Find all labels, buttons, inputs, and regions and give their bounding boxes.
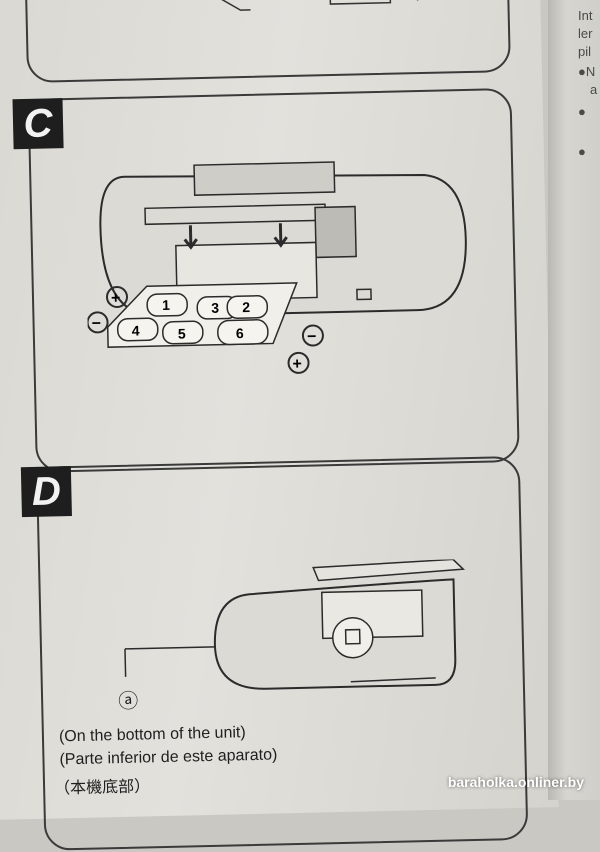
battery-label-3: 3 [211, 300, 219, 316]
edge-text-4: ●N [578, 64, 596, 79]
manual-page: C 1 2 3 4 5 6 + − − [0, 0, 559, 851]
polarity-minus-2: − [307, 328, 317, 345]
battery-label-5: 5 [178, 325, 186, 341]
callout-a-marker: ⓐ [117, 690, 139, 714]
battery-label-1: 1 [162, 297, 170, 313]
edge-text-2: ler [578, 26, 593, 41]
polarity-plus-1: + [111, 290, 121, 307]
polarity-plus-2: + [292, 356, 302, 373]
battery-label-2: 2 [242, 299, 250, 315]
polarity-minus-1: − [91, 315, 101, 332]
caption-japanese: （本機底部） [53, 778, 151, 798]
section-c-label: C [12, 98, 64, 150]
panel-b-illustration-fragment [219, 0, 419, 11]
edge-text-6: ● [578, 104, 586, 119]
battery-label-6: 6 [236, 325, 244, 341]
edge-text-7: ● [578, 144, 586, 159]
battery-install-illustration: 1 2 3 4 5 6 + − − + [86, 161, 467, 374]
section-d-label: D [20, 466, 72, 518]
edge-text-1: Int [578, 8, 593, 23]
adjacent-page-edge: Int ler pil ●N a ● ● [548, 0, 600, 800]
battery-label-4: 4 [132, 322, 140, 338]
edge-text-5: a [590, 82, 598, 97]
edge-text-3: pil [578, 44, 592, 59]
unit-bottom-illustration [124, 558, 465, 690]
watermark: baraholka.onliner.by [447, 774, 584, 790]
